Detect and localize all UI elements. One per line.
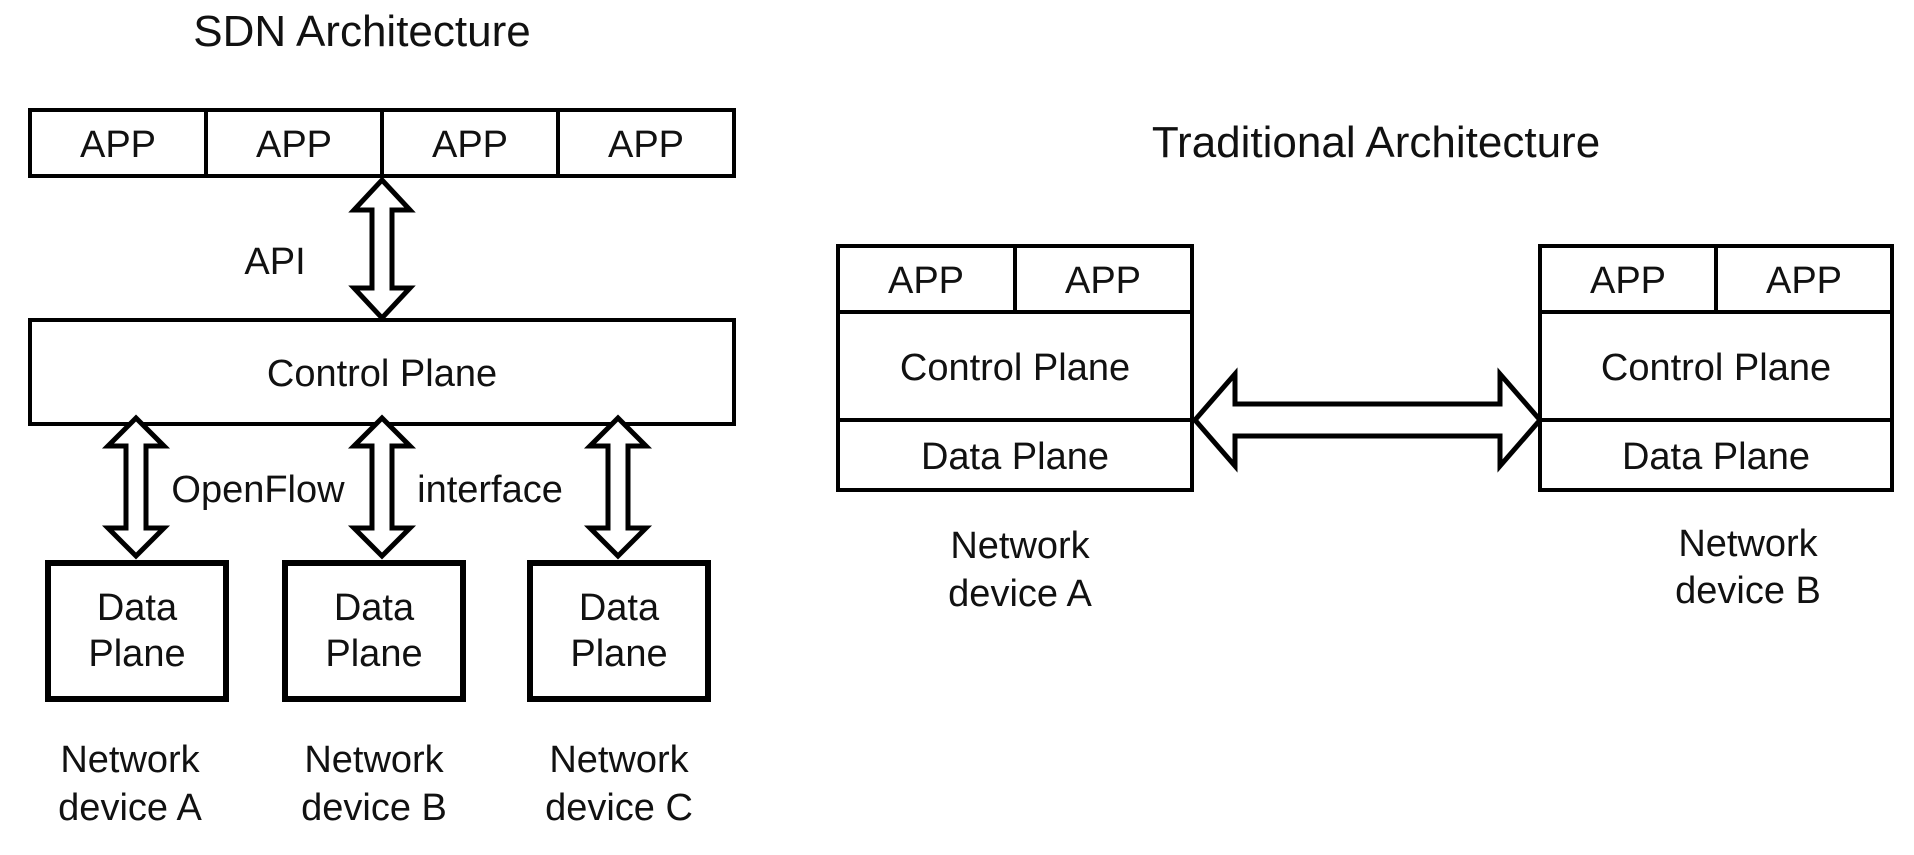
sdn-data-plane-box-b <box>282 560 466 702</box>
sdn-device-name-line1-a: Network <box>60 739 200 781</box>
sdn-app-label-2: APP <box>256 124 332 166</box>
sdn-device-name-line1-b: Network <box>304 739 444 781</box>
trad-b-data-plane-box <box>1538 418 1894 492</box>
device-peer-arrow <box>1191 367 1544 473</box>
trad-b-control-plane-label: Control Plane <box>1601 347 1831 389</box>
openflow-arrow-b <box>347 414 417 560</box>
sdn-app-box-3 <box>380 108 560 178</box>
sdn-app-box-1 <box>28 108 208 178</box>
sdn-device-name-line1-c: Network <box>549 739 689 781</box>
sdn-control-plane-label: Control Plane <box>267 353 497 395</box>
trad-a-device-name-line1: Network <box>950 525 1090 567</box>
trad-a-app-label-2: APP <box>1065 260 1141 302</box>
sdn-data-plane-box-a <box>45 560 229 702</box>
interface-label: interface <box>417 469 563 511</box>
sdn-app-row: APP APP APP APP <box>28 108 736 178</box>
trad-a-control-plane-label: Control Plane <box>900 347 1130 389</box>
sdn-device-name-line2-c: device C <box>545 787 693 829</box>
sdn-app-label-1: APP <box>80 124 156 166</box>
api-arrow <box>348 176 416 322</box>
trad-a-app-box-1 <box>836 244 1017 314</box>
traditional-device-b: APP APP Control Plane Data Plane Network… <box>1538 244 1894 612</box>
traditional-architecture: Traditional Architecture APP APP Control… <box>836 118 1894 615</box>
sdn-data-plane-line1-c: Data <box>579 587 660 629</box>
sdn-architecture: SDN Architecture APP APP APP APP API Con… <box>28 7 736 829</box>
trad-b-device-name-line2: device B <box>1675 570 1821 612</box>
sdn-app-box-2 <box>204 108 384 178</box>
sdn-device-name-line2-b: device B <box>301 787 447 829</box>
sdn-data-plane-line1-a: Data <box>97 587 178 629</box>
traditional-device-a: APP APP Control Plane Data Plane Network… <box>836 244 1194 615</box>
sdn-data-plane-box-c <box>527 560 711 702</box>
sdn-app-box-4 <box>556 108 736 178</box>
openflow-label: OpenFlow <box>171 469 345 511</box>
sdn-data-plane-line1-b: Data <box>334 587 415 629</box>
trad-a-data-plane-label: Data Plane <box>921 436 1109 478</box>
sdn-data-plane-line2-c: Plane <box>570 633 667 675</box>
sdn-data-plane-line2-b: Plane <box>325 633 422 675</box>
sdn-title: SDN Architecture <box>193 7 530 56</box>
sdn-device-a: Data Plane Network device A <box>45 560 229 829</box>
openflow-arrow-c <box>583 414 653 560</box>
sdn-app-label-4: APP <box>608 124 684 166</box>
api-label: API <box>244 241 305 283</box>
trad-a-data-plane-box <box>836 418 1194 492</box>
trad-b-device-name-line1: Network <box>1678 523 1818 565</box>
trad-b-control-plane-box <box>1538 310 1894 422</box>
trad-a-device-name-line2: device A <box>948 573 1092 615</box>
trad-b-app-label-1: APP <box>1590 260 1666 302</box>
trad-b-data-plane-label: Data Plane <box>1622 436 1810 478</box>
openflow-arrow-a <box>101 414 171 560</box>
trad-a-app-label-1: APP <box>888 260 964 302</box>
sdn-data-plane-line2-a: Plane <box>88 633 185 675</box>
trad-b-app-box-2 <box>1714 244 1894 314</box>
sdn-device-name-line2-a: device A <box>58 787 202 829</box>
sdn-device-c: Data Plane Network device C <box>527 560 711 829</box>
traditional-title: Traditional Architecture <box>1152 118 1600 167</box>
sdn-device-b: Data Plane Network device B <box>282 560 466 829</box>
trad-b-app-label-2: APP <box>1766 260 1842 302</box>
sdn-app-label-3: APP <box>432 124 508 166</box>
trad-b-app-box-1 <box>1538 244 1718 314</box>
trad-a-control-plane-box <box>836 310 1194 422</box>
